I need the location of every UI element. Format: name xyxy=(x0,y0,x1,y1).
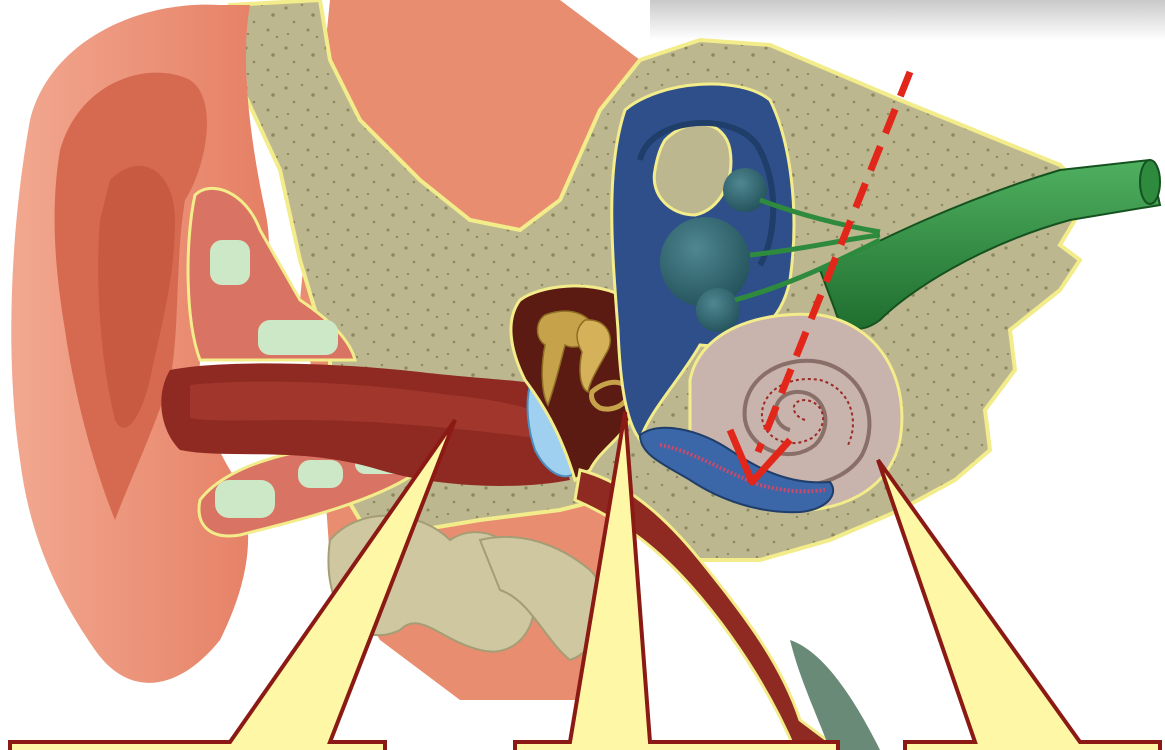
saccule xyxy=(696,288,740,332)
callout-inner-ear xyxy=(878,460,1160,750)
cartilage-pad-1 xyxy=(210,240,250,285)
background-fade xyxy=(650,0,1165,40)
cartilage-pad-4 xyxy=(298,460,343,488)
cartilage-pad-2 xyxy=(258,320,338,355)
ampulla-upper xyxy=(723,168,767,212)
nerve-end xyxy=(1140,160,1160,204)
cartilage-pad-3 xyxy=(215,480,275,518)
